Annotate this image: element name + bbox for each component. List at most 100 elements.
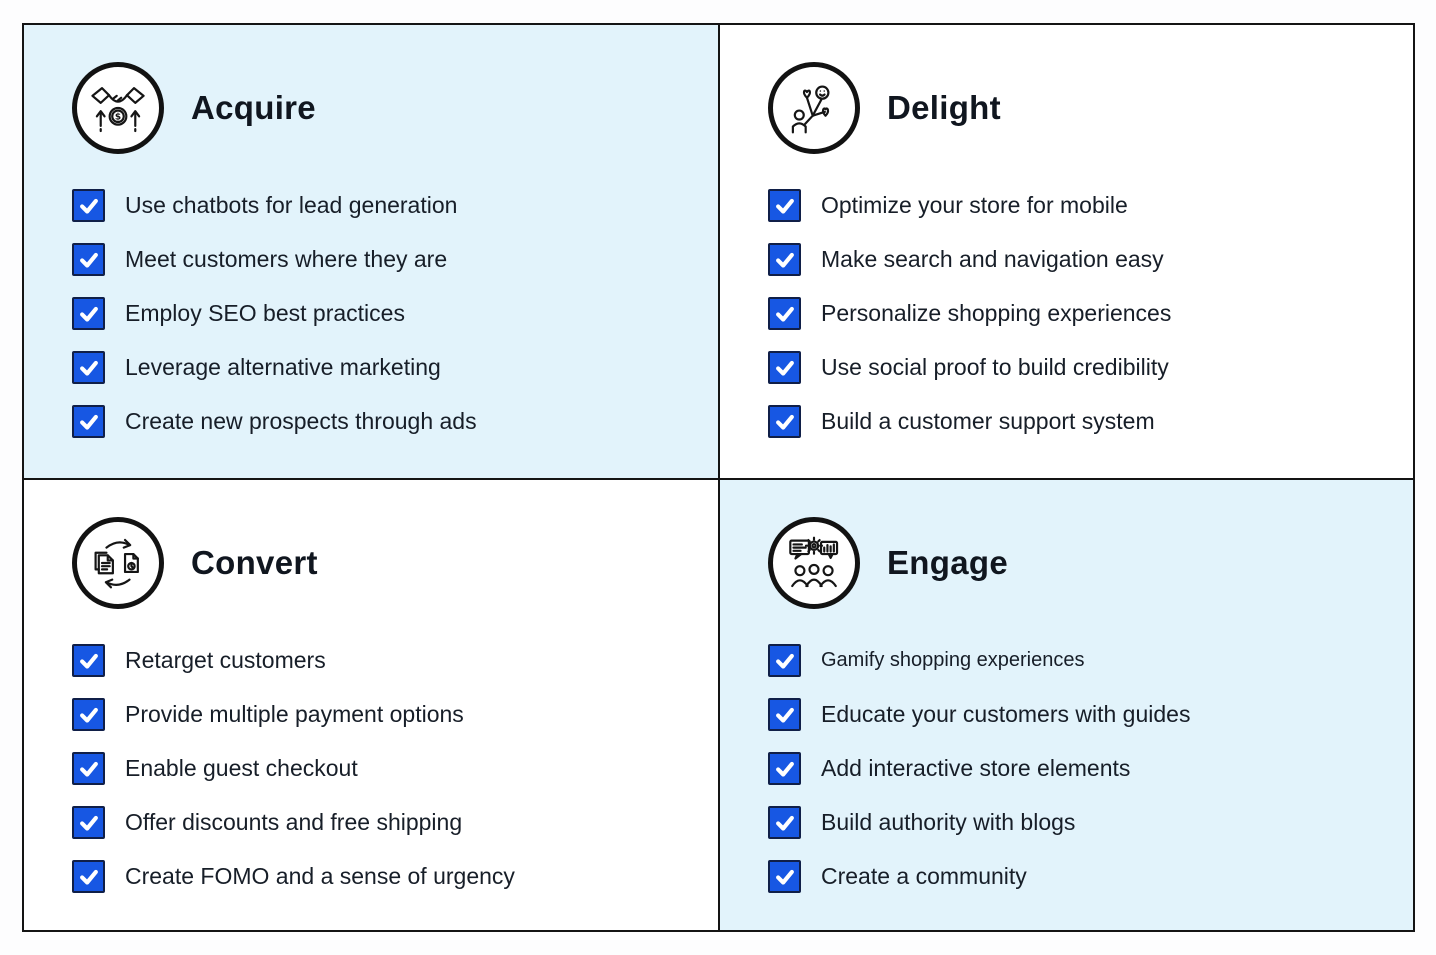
checkbox-checked[interactable] <box>768 351 801 384</box>
checkmark-icon <box>775 414 794 430</box>
checkbox-checked[interactable] <box>72 644 105 677</box>
checklist-item-label: Build authority with blogs <box>821 809 1076 835</box>
checkbox-checked[interactable] <box>72 860 105 893</box>
checklist-item-label: Educate your customers with guides <box>821 701 1191 727</box>
checklist-item-label: Employ SEO best practices <box>125 300 405 326</box>
checkmark-icon <box>79 815 98 831</box>
checklist-item: Employ SEO best practices <box>72 297 718 330</box>
checklist-item: Build a customer support system <box>768 405 1413 438</box>
quadrant-title: Convert <box>191 544 318 581</box>
checklist-item: Retarget customers <box>72 644 718 677</box>
checkmark-icon <box>79 653 98 669</box>
balloons-smiley-icon <box>768 62 860 154</box>
checkmark-icon <box>775 707 794 723</box>
checklist-item: Gamify shopping experiences <box>768 644 1413 677</box>
checkbox-checked[interactable] <box>72 243 105 276</box>
checklist-item-label: Use chatbots for lead generation <box>125 192 458 218</box>
checkbox-checked[interactable] <box>72 297 105 330</box>
checkbox-checked[interactable] <box>768 752 801 785</box>
checklist-item-label: Use social proof to build credibility <box>821 354 1169 380</box>
checklist: Use chatbots for lead generation Meet cu… <box>72 189 718 438</box>
checklist-item-label: Enable guest checkout <box>125 755 358 781</box>
checkmark-icon <box>775 869 794 885</box>
checklist-item-label: Leverage alternative marketing <box>125 354 441 380</box>
checkbox-checked[interactable] <box>72 698 105 731</box>
team-discussion-icon <box>768 517 860 609</box>
checklist-item: Create new prospects through ads <box>72 405 718 438</box>
checkmark-icon <box>775 306 794 322</box>
handshake-money-icon: $ <box>72 62 164 154</box>
checklist-item-label: Create a community <box>821 863 1027 889</box>
quadrant-convert: Convert Retarget customers Provide multi… <box>24 480 720 930</box>
checkmark-icon <box>775 252 794 268</box>
quadrant-title: Engage <box>887 544 1008 581</box>
checkmark-icon <box>775 653 794 669</box>
checklist-item-label: Make search and navigation easy <box>821 246 1164 272</box>
checklist-item-label: Create new prospects through ads <box>125 408 477 434</box>
checkbox-checked[interactable] <box>768 806 801 839</box>
checklist-item-label: Retarget customers <box>125 647 326 673</box>
checklist-item: Create FOMO and a sense of urgency <box>72 860 718 893</box>
checklist-item: Build authority with blogs <box>768 806 1413 839</box>
quadrant-header: Convert <box>72 517 718 609</box>
checklist-item: Use chatbots for lead generation <box>72 189 718 222</box>
checkmark-icon <box>79 707 98 723</box>
quadrant-title: Acquire <box>191 89 316 126</box>
checkmark-icon <box>79 252 98 268</box>
quadrant-header: Engage <box>768 517 1413 609</box>
checkmark-icon <box>79 414 98 430</box>
checklist-item-label: Add interactive store elements <box>821 755 1131 781</box>
checklist-item: Add interactive store elements <box>768 752 1413 785</box>
checklist-item-label: Personalize shopping experiences <box>821 300 1172 326</box>
checklist-item: Enable guest checkout <box>72 752 718 785</box>
checklist-item-label: Build a customer support system <box>821 408 1155 434</box>
checkmark-icon <box>79 761 98 777</box>
checkmark-icon <box>775 198 794 214</box>
checkmark-icon <box>79 306 98 322</box>
checkmark-icon <box>775 761 794 777</box>
checkbox-checked[interactable] <box>768 698 801 731</box>
checkmark-icon <box>775 815 794 831</box>
quadrant-header: $ Acquire <box>72 62 718 154</box>
checklist-item: Make search and navigation easy <box>768 243 1413 276</box>
checkbox-checked[interactable] <box>72 189 105 222</box>
checklist-item-label: Meet customers where they are <box>125 246 448 272</box>
checklist-item-label: Create FOMO and a sense of urgency <box>125 863 515 889</box>
checklist-item: Provide multiple payment options <box>72 698 718 731</box>
checkmark-icon <box>79 198 98 214</box>
quadrant-acquire: $ Acquire Use chatbots for lead generati… <box>24 25 720 480</box>
checklist: Retarget customers Provide multiple paym… <box>72 644 718 893</box>
checkbox-checked[interactable] <box>768 644 801 677</box>
checklist-item: Meet customers where they are <box>72 243 718 276</box>
checkmark-icon <box>775 360 794 376</box>
quadrant-engage: Engage Gamify shopping experiences Educa… <box>720 480 1413 930</box>
checkmark-icon <box>79 360 98 376</box>
quadrant-title: Delight <box>887 89 1001 126</box>
checklist-item: Personalize shopping experiences <box>768 297 1413 330</box>
svg-text:$: $ <box>115 113 121 123</box>
checkbox-checked[interactable] <box>72 806 105 839</box>
checklist-item-label: Provide multiple payment options <box>125 701 464 727</box>
quadrant-delight: Delight Optimize your store for mobile M… <box>720 25 1413 480</box>
quadrant-header: Delight <box>768 62 1413 154</box>
checkbox-checked[interactable] <box>72 752 105 785</box>
checkbox-checked[interactable] <box>768 243 801 276</box>
checklist-item: Create a community <box>768 860 1413 893</box>
checklist-item: Leverage alternative marketing <box>72 351 718 384</box>
checkbox-checked[interactable] <box>768 405 801 438</box>
checklist: Gamify shopping experiences Educate your… <box>768 644 1413 893</box>
checklist-item: Optimize your store for mobile <box>768 189 1413 222</box>
checkmark-icon <box>79 869 98 885</box>
checklist-item: Use social proof to build credibility <box>768 351 1413 384</box>
checklist-item-label: Offer discounts and free shipping <box>125 809 463 835</box>
documents-cycle-icon <box>72 517 164 609</box>
checklist: Optimize your store for mobile Make sear… <box>768 189 1413 438</box>
checkbox-checked[interactable] <box>768 189 801 222</box>
checkbox-checked[interactable] <box>768 860 801 893</box>
checkbox-checked[interactable] <box>72 351 105 384</box>
checklist-item: Educate your customers with guides <box>768 698 1413 731</box>
checklist-board: $ Acquire Use chatbots for lead generati… <box>22 23 1415 932</box>
checkbox-checked[interactable] <box>768 297 801 330</box>
checklist-item-label: Optimize your store for mobile <box>821 192 1128 218</box>
checkbox-checked[interactable] <box>72 405 105 438</box>
